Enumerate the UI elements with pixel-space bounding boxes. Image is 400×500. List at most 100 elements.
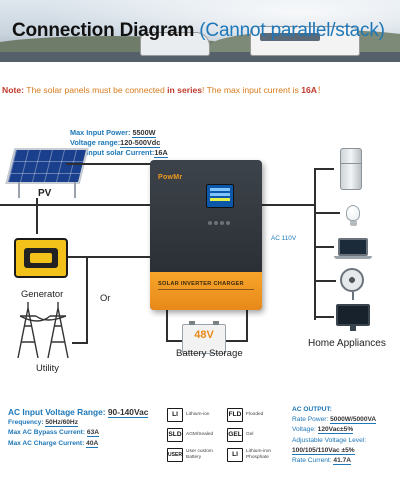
battery-type-code: SLD [167,428,183,442]
note-emphasis: in series [167,85,203,95]
battery-type-code: FLD [227,408,243,422]
appliance-wire [314,168,334,170]
battery-type-item: FLD Flooded [227,408,276,422]
appliance-wire [314,316,334,318]
ac-output-wire [262,204,316,206]
appliance-wire [314,246,334,248]
ac-input-wire [0,204,155,206]
battery-icon: 48V [182,321,226,354]
pv-specs: Max Input Power: 5500W Voltage range:120… [70,128,168,158]
pv-wire [36,198,38,234]
battery-type-code: GEL [227,428,243,442]
charge-current-value: 40A [86,439,99,448]
rate-power-value: 5000W/5000VA [330,416,377,425]
pv-voltage-label: Voltage range: [70,138,121,147]
output-voltage-label: Voltage: [292,426,318,434]
panel-leg [18,182,20,198]
charge-current-label: Max AC Charge Current: [8,439,87,447]
generator-label: Generator [21,288,64,299]
battery-type-item: USER User custom Battery [167,448,216,462]
pv-power-value: 5500W [132,128,156,138]
rate-power-label: Rate Power: [292,416,331,424]
battery-wire [166,310,168,342]
pv-power-label: Max Input Power: [70,128,133,137]
battery-wire [166,340,182,342]
ac-input-voltage-label: AC Input Voltage Range: [8,407,108,417]
home-appliances-label: Home Appliances [308,338,386,349]
pv-current-value: 16A [154,148,168,158]
panel-leg [74,182,76,198]
pv-wire [66,163,206,165]
battery-terminal [189,321,195,325]
adjustable-voltage-value: 100/105/110Vac ±5% [292,446,355,455]
ac-output-heading: AC OUTPUT: [292,406,332,413]
battery-terminal [213,321,219,325]
battery-type-desc: AGM/Sealed [186,432,214,437]
inverter-buttons [208,212,234,225]
battery-type-legend: LI Lithium-ion FLD Flooded SLD AGM/Seale… [167,408,285,478]
battery-type-desc: Flooded [246,412,264,417]
rate-current-label: Rate Current: [292,457,334,465]
header-banner: Connection Diagram (Cannot parallel/stac… [0,0,400,62]
rate-current-value: 41.7A [333,457,352,466]
solar-panel-image [4,148,90,200]
battery-type-code: USER [167,448,183,462]
output-voltage-value: 120Vac±5% [317,426,354,435]
generator-wire [68,256,150,258]
ac-input-voltage-value: 90-140Vac [107,407,149,418]
battery-type-item: LI Lithium-iron Phosphate [227,448,276,462]
battery-type-item: GEL Gel [227,428,276,442]
or-label: Or [100,292,111,303]
note-text: ! The max input current is [202,85,302,95]
inverter-model-text: SOLAR INVERTER CHARGER [158,281,244,287]
title-main: Connection Diagram [12,20,195,41]
ac-110v-label: AC 110V [271,235,297,242]
inverter-lcd-screen [206,184,234,208]
frequency-label: Frequency: [8,418,46,426]
pv-current-label: Max input solar Current: [70,148,155,157]
pv-label: PV [38,188,52,199]
note-emphasis: 16A [301,85,317,95]
battery-wire [226,340,248,342]
generator-icon [14,238,68,278]
inverter-image: PowMr SOLAR INVERTER CHARGER [150,160,262,310]
generator-wire [86,256,88,344]
title-subtitle: (Cannot parallel/stack) [199,20,385,41]
battery-storage-label: Battery Storage [176,348,243,359]
pv-voltage-value: 120-500Vdc [120,138,161,148]
appliance-wire [314,280,336,282]
inverter-front-panel [150,272,262,310]
battery-type-desc: Lithium-iron Phosphate [246,449,272,460]
solar-panel-cells [5,148,89,184]
adjustable-voltage-label: Adjustable Voltage Level: [292,436,367,444]
utility-wire [72,342,88,344]
rv-image [250,26,360,56]
appliance-wire [314,212,340,214]
battery-type-item: SLD AGM/Sealed [167,428,216,442]
bypass-current-label: Max AC Bypass Current: [8,429,87,437]
series-note: Note: The solar panels must be connected… [2,84,398,96]
utility-tower-icon [17,302,69,359]
note-label: Note: [2,85,24,95]
ac-input-specs: AC Input Voltage Range: 90-140Vac Freque… [8,407,149,449]
utility-label: Utility [36,362,59,373]
battery-type-desc: Lithium-ion [186,412,210,417]
light-bulb-icon [346,205,360,226]
battery-type-code: LI [227,448,243,462]
monitor-icon [336,304,370,331]
ac-output-bus [314,168,316,320]
banner-road [0,52,400,62]
ac-output-specs: AC OUTPUT: Rate Power: 5000W/5000VA Volt… [292,405,377,466]
inverter-brand-logo: PowMr [158,174,183,181]
bypass-current-value: 63A [86,429,100,438]
refrigerator-icon [340,148,362,190]
battery-type-item: LI Lithium-ion [167,408,216,422]
page-title: Connection Diagram (Cannot parallel/stac… [12,20,385,42]
battery-type-desc: User custom Battery [186,449,213,460]
laptop-icon [334,238,372,259]
frequency-value: 50Hz/60Hz [45,418,78,427]
fan-icon [340,268,364,300]
note-text: ！ [316,85,326,95]
inverter-divider [158,289,254,290]
battery-type-code: LI [167,408,183,422]
